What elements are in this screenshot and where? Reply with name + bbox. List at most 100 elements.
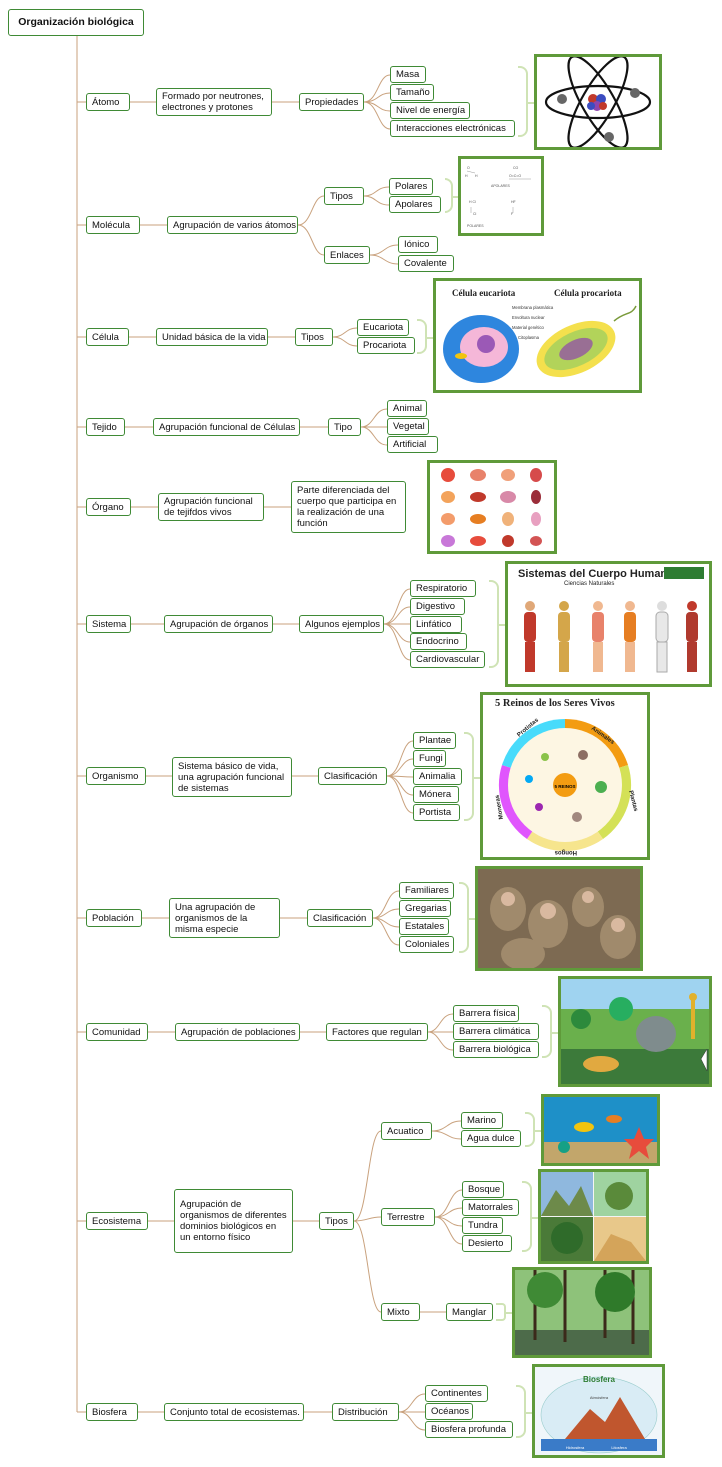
leaf-covalente[interactable]: Covalente bbox=[398, 255, 454, 272]
eco-acuatico[interactable]: Acuatico bbox=[381, 1122, 432, 1140]
level-sistema[interactable]: Sistema bbox=[86, 615, 131, 633]
kingdoms-image: 5 Reinos de los Seres Vivos 5 REINOS Pro… bbox=[480, 692, 650, 860]
leaf-procariota[interactable]: Procariota bbox=[357, 337, 415, 354]
leaf-animalia[interactable]: Animalia bbox=[413, 768, 462, 785]
atomo-desc[interactable]: Formado por neutrones, electrones y prot… bbox=[156, 88, 272, 116]
leaf-coloniales[interactable]: Coloniales bbox=[399, 936, 454, 953]
leaf-interacciones[interactable]: Interacciones electrónicas bbox=[390, 120, 515, 137]
svg-text:H: H bbox=[465, 174, 468, 178]
leaf-matorrales[interactable]: Matorrales bbox=[462, 1199, 519, 1216]
leaf-eucariota[interactable]: Eucariota bbox=[357, 319, 409, 336]
leaf-continentes[interactable]: Continentes bbox=[425, 1385, 488, 1402]
organo-desc2[interactable]: Parte diferenciada del cuerpo que partic… bbox=[291, 481, 406, 533]
body-systems-title: Sistemas del Cuerpo Humano bbox=[518, 568, 674, 580]
biosphere-image: Biosfera Atmósfera Hidrosfera Litosfera bbox=[532, 1364, 665, 1458]
leaf-manglar[interactable]: Manglar bbox=[446, 1303, 493, 1321]
level-poblacion[interactable]: Población bbox=[86, 909, 142, 927]
biosfera-branch[interactable]: Distribución bbox=[332, 1403, 399, 1421]
svg-text:Cl: Cl bbox=[473, 212, 477, 216]
root-node[interactable]: Organización biológica bbox=[8, 9, 144, 36]
leaf-familiares[interactable]: Familiares bbox=[399, 882, 454, 899]
leaf-tamano[interactable]: Tamaño bbox=[390, 84, 434, 101]
molecula-tipos[interactable]: Tipos bbox=[324, 187, 364, 205]
atom-image bbox=[534, 54, 662, 150]
kingdoms-hongos: Hongos bbox=[554, 849, 577, 855]
body-systems-subtitle: Ciencias Naturales bbox=[564, 581, 615, 587]
level-biosfera[interactable]: Biosfera bbox=[86, 1403, 138, 1421]
eco-mixto[interactable]: Mixto bbox=[381, 1303, 420, 1321]
biosfera-desc[interactable]: Conjunto total de ecosistemas. bbox=[164, 1403, 304, 1421]
svg-text:CO: CO bbox=[513, 166, 519, 170]
leaf-desierto[interactable]: Desierto bbox=[462, 1235, 512, 1252]
leaf-fungi[interactable]: Fungi bbox=[413, 750, 446, 767]
leaf-agua-dulce[interactable]: Agua dulce bbox=[461, 1130, 521, 1147]
cell-label-material: Material genético bbox=[512, 325, 545, 330]
comunidad-branch[interactable]: Factores que regulan bbox=[326, 1023, 428, 1041]
svg-text:HF: HF bbox=[511, 200, 516, 204]
kingdoms-title: 5 Reinos de los Seres Vivos bbox=[495, 698, 615, 709]
leaf-plantae[interactable]: Plantae bbox=[413, 732, 456, 749]
cell-label-citoplasma: Citoplasma bbox=[518, 335, 540, 340]
leaf-vegetal[interactable]: Vegetal bbox=[387, 418, 429, 435]
leaf-masa[interactable]: Masa bbox=[390, 66, 426, 83]
leaf-respiratorio[interactable]: Respiratorio bbox=[410, 580, 476, 597]
level-celula[interactable]: Célula bbox=[86, 328, 129, 346]
level-molecula[interactable]: Molécula bbox=[86, 216, 140, 234]
svg-text:F: F bbox=[511, 212, 513, 216]
organo-desc[interactable]: Agrupación funcional de tejifdos vivos bbox=[158, 493, 264, 521]
level-comunidad[interactable]: Comunidad bbox=[86, 1023, 148, 1041]
leaf-apolares[interactable]: Apolares bbox=[389, 196, 441, 213]
molecula-enlaces[interactable]: Enlaces bbox=[324, 246, 370, 264]
celula-branch[interactable]: Tipos bbox=[295, 328, 333, 346]
leaf-biosfera-profunda[interactable]: Biosfera profunda bbox=[425, 1421, 513, 1438]
poblacion-desc[interactable]: Una agrupación de organismos de la misma… bbox=[169, 898, 280, 938]
leaf-tundra[interactable]: Tundra bbox=[462, 1217, 503, 1234]
biosphere-litosfera: Litosfera bbox=[611, 1445, 627, 1450]
sistema-desc[interactable]: Agrupación de órganos bbox=[164, 615, 273, 633]
organismo-branch[interactable]: Clasificación bbox=[318, 767, 387, 785]
level-atomo[interactable]: Átomo bbox=[86, 93, 130, 111]
leaf-estatales[interactable]: Estatales bbox=[399, 918, 449, 935]
level-organismo[interactable]: Organismo bbox=[86, 767, 146, 785]
leaf-monera[interactable]: Mónera bbox=[413, 786, 459, 803]
sistema-branch[interactable]: Algunos ejemplos bbox=[299, 615, 384, 633]
leaf-bosque[interactable]: Bosque bbox=[462, 1181, 504, 1198]
level-organo[interactable]: Órgano bbox=[86, 498, 131, 516]
mangrove-image bbox=[512, 1267, 652, 1358]
leaf-barrera-biologica[interactable]: Barrera biológica bbox=[453, 1041, 539, 1058]
svg-text:O=C=O: O=C=O bbox=[509, 174, 521, 178]
leaf-cardiovascular[interactable]: Cardiovascular bbox=[410, 651, 485, 668]
leaf-digestivo[interactable]: Digestivo bbox=[410, 598, 465, 615]
atomo-bracket bbox=[518, 66, 534, 137]
comunidad-desc[interactable]: Agrupación de poblaciones bbox=[175, 1023, 300, 1041]
leaf-gregarias[interactable]: Gregarias bbox=[399, 900, 451, 917]
celula-desc[interactable]: Unidad básica de la vida bbox=[156, 328, 268, 346]
leaf-linfatico[interactable]: Linfático bbox=[410, 616, 462, 633]
atomo-branch[interactable]: Propiedades bbox=[299, 93, 364, 111]
aquatic-image bbox=[541, 1094, 660, 1166]
leaf-endocrino[interactable]: Endocrino bbox=[410, 633, 467, 650]
ecosistema-desc[interactable]: Agrupación de organismos de diferentes d… bbox=[174, 1189, 293, 1253]
molecule-apolares-label: APOLARES bbox=[491, 184, 511, 188]
tejido-branch[interactable]: Tipo bbox=[328, 418, 361, 436]
leaf-barrera-fisica[interactable]: Barrera física bbox=[453, 1005, 519, 1022]
biosfera-bracket bbox=[516, 1385, 532, 1438]
leaf-polares[interactable]: Polares bbox=[389, 178, 433, 195]
svg-text:H Cl: H Cl bbox=[469, 200, 476, 204]
leaf-ionico[interactable]: Iónico bbox=[398, 236, 438, 253]
leaf-marino[interactable]: Marino bbox=[461, 1112, 503, 1129]
molecula-desc[interactable]: Agrupación de varios átomos bbox=[167, 216, 298, 234]
leaf-barrera-climatica[interactable]: Barrera climática bbox=[453, 1023, 539, 1040]
leaf-animal[interactable]: Animal bbox=[387, 400, 427, 417]
ecosistema-branch[interactable]: Tipos bbox=[319, 1212, 354, 1230]
level-ecosistema[interactable]: Ecosistema bbox=[86, 1212, 148, 1230]
leaf-portista[interactable]: Portista bbox=[413, 804, 460, 821]
leaf-nivel-energia[interactable]: Nivel de energía bbox=[390, 102, 470, 119]
poblacion-branch[interactable]: Clasificación bbox=[307, 909, 373, 927]
organismo-desc[interactable]: Sistema básico de vida, una agrupación f… bbox=[172, 757, 292, 797]
eco-terrestre[interactable]: Terrestre bbox=[381, 1208, 435, 1226]
leaf-artificial[interactable]: Artificial bbox=[387, 436, 438, 453]
tejido-desc[interactable]: Agrupación funcional de Células bbox=[153, 418, 300, 436]
level-tejido[interactable]: Tejido bbox=[86, 418, 125, 436]
leaf-oceanos[interactable]: Océanos bbox=[425, 1403, 473, 1420]
